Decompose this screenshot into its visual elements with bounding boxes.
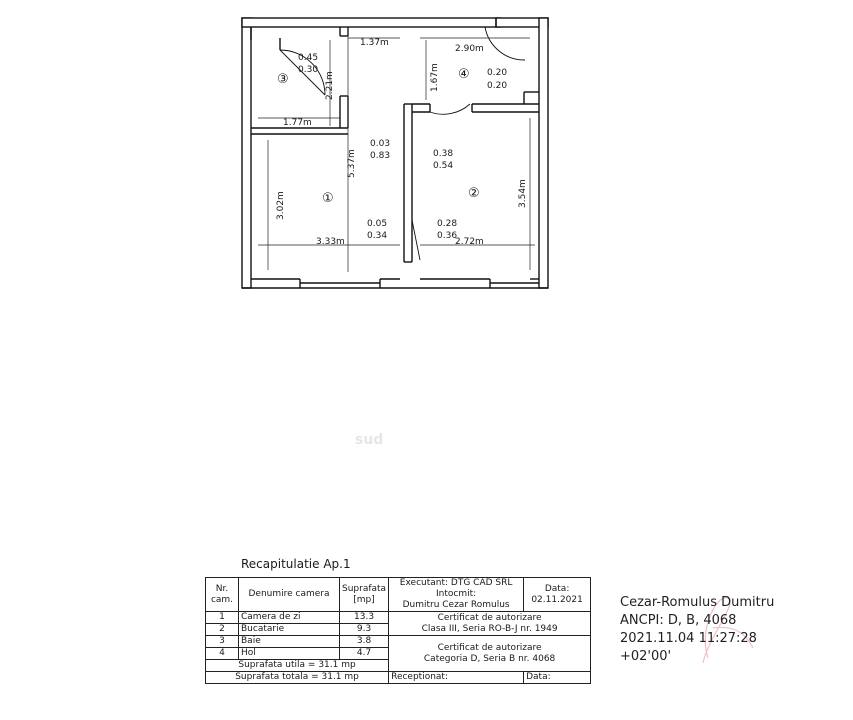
dim-0-54: 0.54	[433, 161, 453, 171]
dim-2-72: 2.72m	[455, 237, 484, 247]
watermark: sud	[355, 432, 384, 448]
dimension-lines	[258, 27, 535, 272]
doors	[279, 26, 526, 262]
room-1-number: ①	[322, 191, 334, 206]
executant-line2: Intocmit:	[436, 589, 477, 599]
dim-0-38: 0.38	[433, 149, 453, 159]
room-numbers: ① ② ③ ④	[277, 67, 480, 206]
dim-0-30: 0.30	[298, 65, 318, 75]
room-2-number: ②	[468, 186, 480, 201]
dim-0-28: 0.28	[437, 219, 457, 229]
receptionat: Receptionat:	[388, 671, 525, 684]
dim-0-45: 0.45	[298, 53, 318, 63]
signature-name: Cezar-Romulus Dumitru	[620, 595, 775, 610]
useful-area: Suprafata utila = 31.1 mp	[204, 659, 390, 672]
cert2-cell: Certificat de autorizare Categoria D, Se…	[388, 635, 592, 672]
digital-signature: Cezar-Romulus Dumitru ANCPI: D, B, 4068 …	[620, 594, 774, 666]
signature-ancpi: ANCPI: D, B, 4068	[620, 613, 737, 628]
header-nr: Nr. cam.	[205, 577, 239, 612]
executant-line1: Executant: DTG CAD SRL	[399, 578, 513, 588]
executant-cell: Executant: DTG CAD SRL Intocmit: Dumitru…	[388, 577, 525, 612]
cert1-cell: Certificat de autorizare Clasa III, Seri…	[388, 611, 592, 636]
dim-0-05: 0.05	[367, 219, 387, 229]
dim-5-37: 5.37m	[347, 149, 357, 178]
table-row: 3 Baie 3.8 Certificat de autorizare Cate…	[205, 635, 592, 672]
dim-0-36: 0.36	[437, 231, 457, 241]
dim-0-83: 0.83	[370, 151, 390, 161]
dim-2-90: 2.90m	[455, 44, 484, 54]
total-area: Suprafata totala = 31.1 mp	[204, 671, 390, 684]
signature-tz: +02'00'	[620, 649, 672, 664]
dim-1-37: 1.37m	[360, 38, 389, 48]
recap-table: Nr. cam. Denumire camera Suprafata [mp] …	[204, 577, 592, 684]
date-label-2: Data:	[523, 671, 592, 684]
recap-title: Recapitulatie Ap.1	[241, 557, 351, 571]
dim-2-21: 2.21m	[325, 71, 335, 100]
header-area: Suprafata [mp]	[338, 577, 390, 612]
room-3-number: ③	[277, 72, 289, 87]
room-4-number: ④	[458, 67, 470, 82]
dim-0-20b: 0.20	[487, 81, 507, 91]
signature-datetime: 2021.11.04 11:27:28	[620, 631, 757, 646]
dim-3-54: 3.54m	[518, 179, 528, 208]
dim-3-02: 3.02m	[276, 191, 286, 220]
dim-1-67: 1.67m	[430, 63, 440, 92]
floor-plan: 0.45 0.30 2.21m 1.77m 1.37m 2.90m 1.67m …	[241, 17, 549, 289]
header-name: Denumire camera	[238, 577, 340, 612]
executant-line3: Dumitru Cezar Romulus	[402, 600, 510, 610]
dim-3-33: 3.33m	[316, 237, 345, 247]
date-label: Data:	[544, 583, 570, 594]
dimension-labels: 0.45 0.30 2.21m 1.77m 1.37m 2.90m 1.67m …	[276, 38, 528, 247]
dim-0-03: 0.03	[370, 139, 390, 149]
dim-0-20a: 0.20	[487, 68, 507, 78]
dim-0-34: 0.34	[367, 231, 387, 241]
dim-1-77: 1.77m	[283, 118, 312, 128]
date-value: 02.11.2021	[531, 594, 583, 605]
signature-scribble	[702, 597, 754, 664]
date-cell: Data: 02.11.2021	[523, 577, 592, 612]
table-row: 1 Camera de zi 13.3 Certificat de autori…	[205, 611, 592, 636]
